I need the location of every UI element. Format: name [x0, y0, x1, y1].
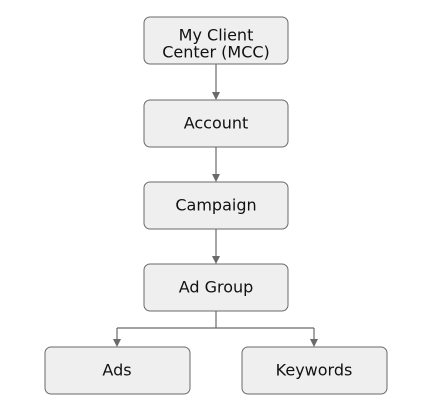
- node-mcc-label-line1: My Client: [179, 26, 254, 45]
- node-mcc-label-line2: Center (MCC): [162, 43, 270, 62]
- node-adgroup: Ad Group: [143, 263, 289, 312]
- node-account: Account: [143, 99, 289, 148]
- arrowhead-campaign: [212, 174, 220, 182]
- node-keywords: Keywords: [241, 346, 388, 395]
- arrowhead-ads: [113, 339, 121, 347]
- node-campaign-label: Campaign: [175, 196, 256, 215]
- node-account-label: Account: [184, 114, 249, 133]
- node-campaign-box: [143, 181, 289, 230]
- node-ads-box: [44, 346, 191, 395]
- node-mcc: My Client Center (MCC): [143, 16, 289, 65]
- arrowhead-adgroup: [212, 256, 220, 264]
- node-campaign: Campaign: [143, 181, 289, 230]
- node-keywords-label: Keywords: [276, 361, 353, 380]
- node-adgroup-box: [143, 263, 289, 312]
- connectors: [113, 64, 318, 347]
- arrowhead-account: [212, 92, 220, 100]
- node-mcc-box: [143, 16, 289, 65]
- node-ads: Ads: [44, 346, 191, 395]
- arrowhead-keywords: [310, 339, 318, 347]
- node-ads-label: Ads: [102, 361, 131, 380]
- node-account-box: [143, 99, 289, 148]
- node-keywords-box: [241, 346, 388, 395]
- node-adgroup-label: Ad Group: [179, 278, 254, 297]
